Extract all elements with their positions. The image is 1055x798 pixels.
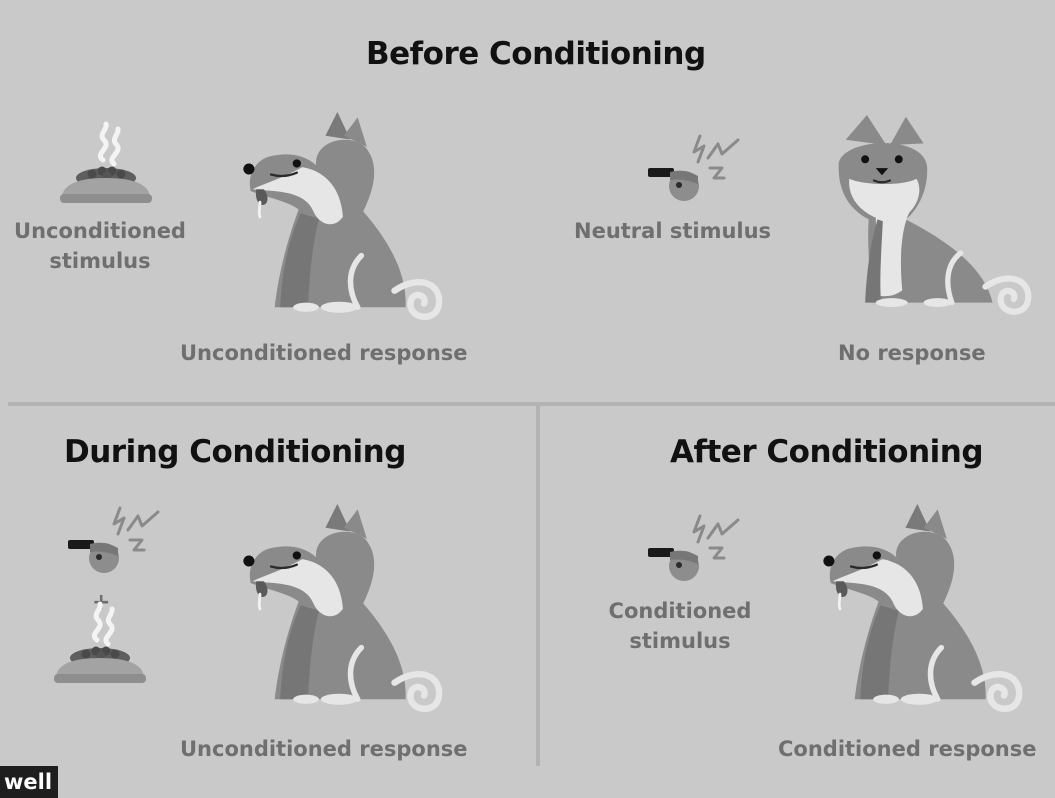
no-response-label: No response bbox=[838, 341, 986, 365]
food-bowl-icon bbox=[56, 120, 156, 210]
dog-salivating-illustration bbox=[790, 502, 1030, 714]
unconditioned-response-label: Unconditioned response bbox=[180, 737, 468, 761]
before-conditioning-title: Before Conditioning bbox=[366, 36, 706, 72]
whistle-icon bbox=[644, 508, 744, 598]
whistle-icon bbox=[64, 500, 164, 590]
brand-logo: well bbox=[0, 766, 58, 798]
neutral-stimulus-label: Neutral stimulus bbox=[574, 219, 772, 243]
unconditioned-stimulus-label: Unconditioned stimulus bbox=[14, 219, 186, 273]
dog-neutral-illustration bbox=[828, 104, 1055, 326]
horizontal-divider bbox=[8, 402, 1055, 406]
conditioned-response-label: Conditioned response bbox=[778, 737, 1037, 761]
dog-salivating-illustration bbox=[210, 502, 450, 714]
food-bowl-icon bbox=[50, 600, 150, 690]
dog-salivating-illustration bbox=[210, 110, 450, 322]
conditioned-stimulus-label: Conditioned stimulus bbox=[608, 599, 752, 653]
unconditioned-response-label: Unconditioned response bbox=[180, 341, 468, 365]
vertical-divider bbox=[536, 406, 540, 766]
during-conditioning-title: During Conditioning bbox=[64, 434, 406, 470]
whistle-icon bbox=[644, 128, 744, 218]
after-conditioning-title: After Conditioning bbox=[670, 434, 984, 470]
